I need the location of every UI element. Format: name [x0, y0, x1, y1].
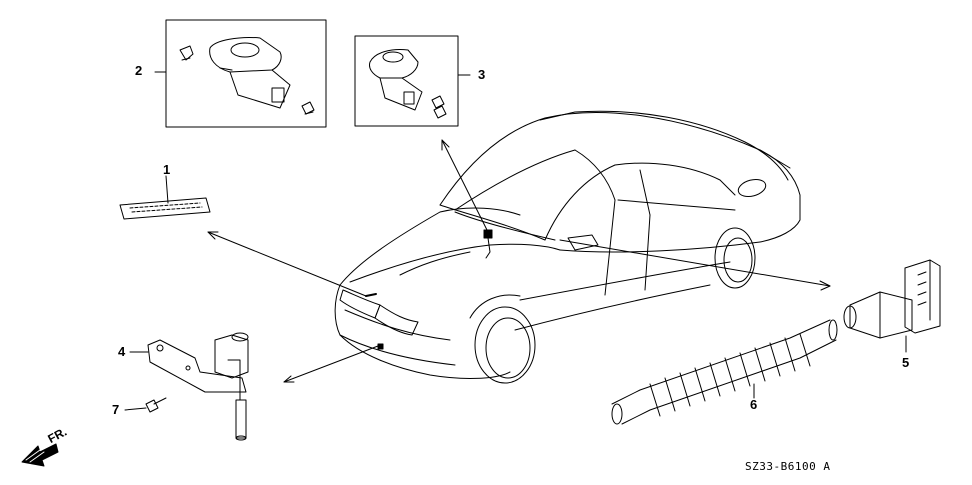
part-7-screw: [124, 397, 167, 413]
car-body: [334, 110, 801, 384]
callout-5: 5: [902, 355, 910, 370]
diagram-code: SZ33-B6100 A: [745, 460, 831, 473]
side-mirror: [567, 234, 599, 251]
part-3-group: [354, 35, 471, 127]
callout-6: 6: [750, 397, 758, 412]
callout-4: 4: [118, 344, 126, 359]
part-6-hose: [611, 319, 838, 425]
part-5-sensor: [843, 259, 941, 353]
grille: [374, 304, 419, 336]
part-2-group: [154, 19, 327, 128]
part-1-label: [119, 175, 211, 220]
callout-2: 2: [135, 63, 143, 78]
front-wheel: [474, 306, 536, 384]
rear-wheel: [714, 227, 756, 289]
callout-7: 7: [112, 402, 120, 417]
front-direction-arrow: [21, 443, 59, 467]
part-4-bracket: [129, 332, 249, 441]
pointer-arrows: [207, 139, 831, 383]
callout-3: 3: [478, 67, 486, 82]
fuel-door: [737, 178, 767, 198]
callout-1: 1: [163, 162, 171, 177]
